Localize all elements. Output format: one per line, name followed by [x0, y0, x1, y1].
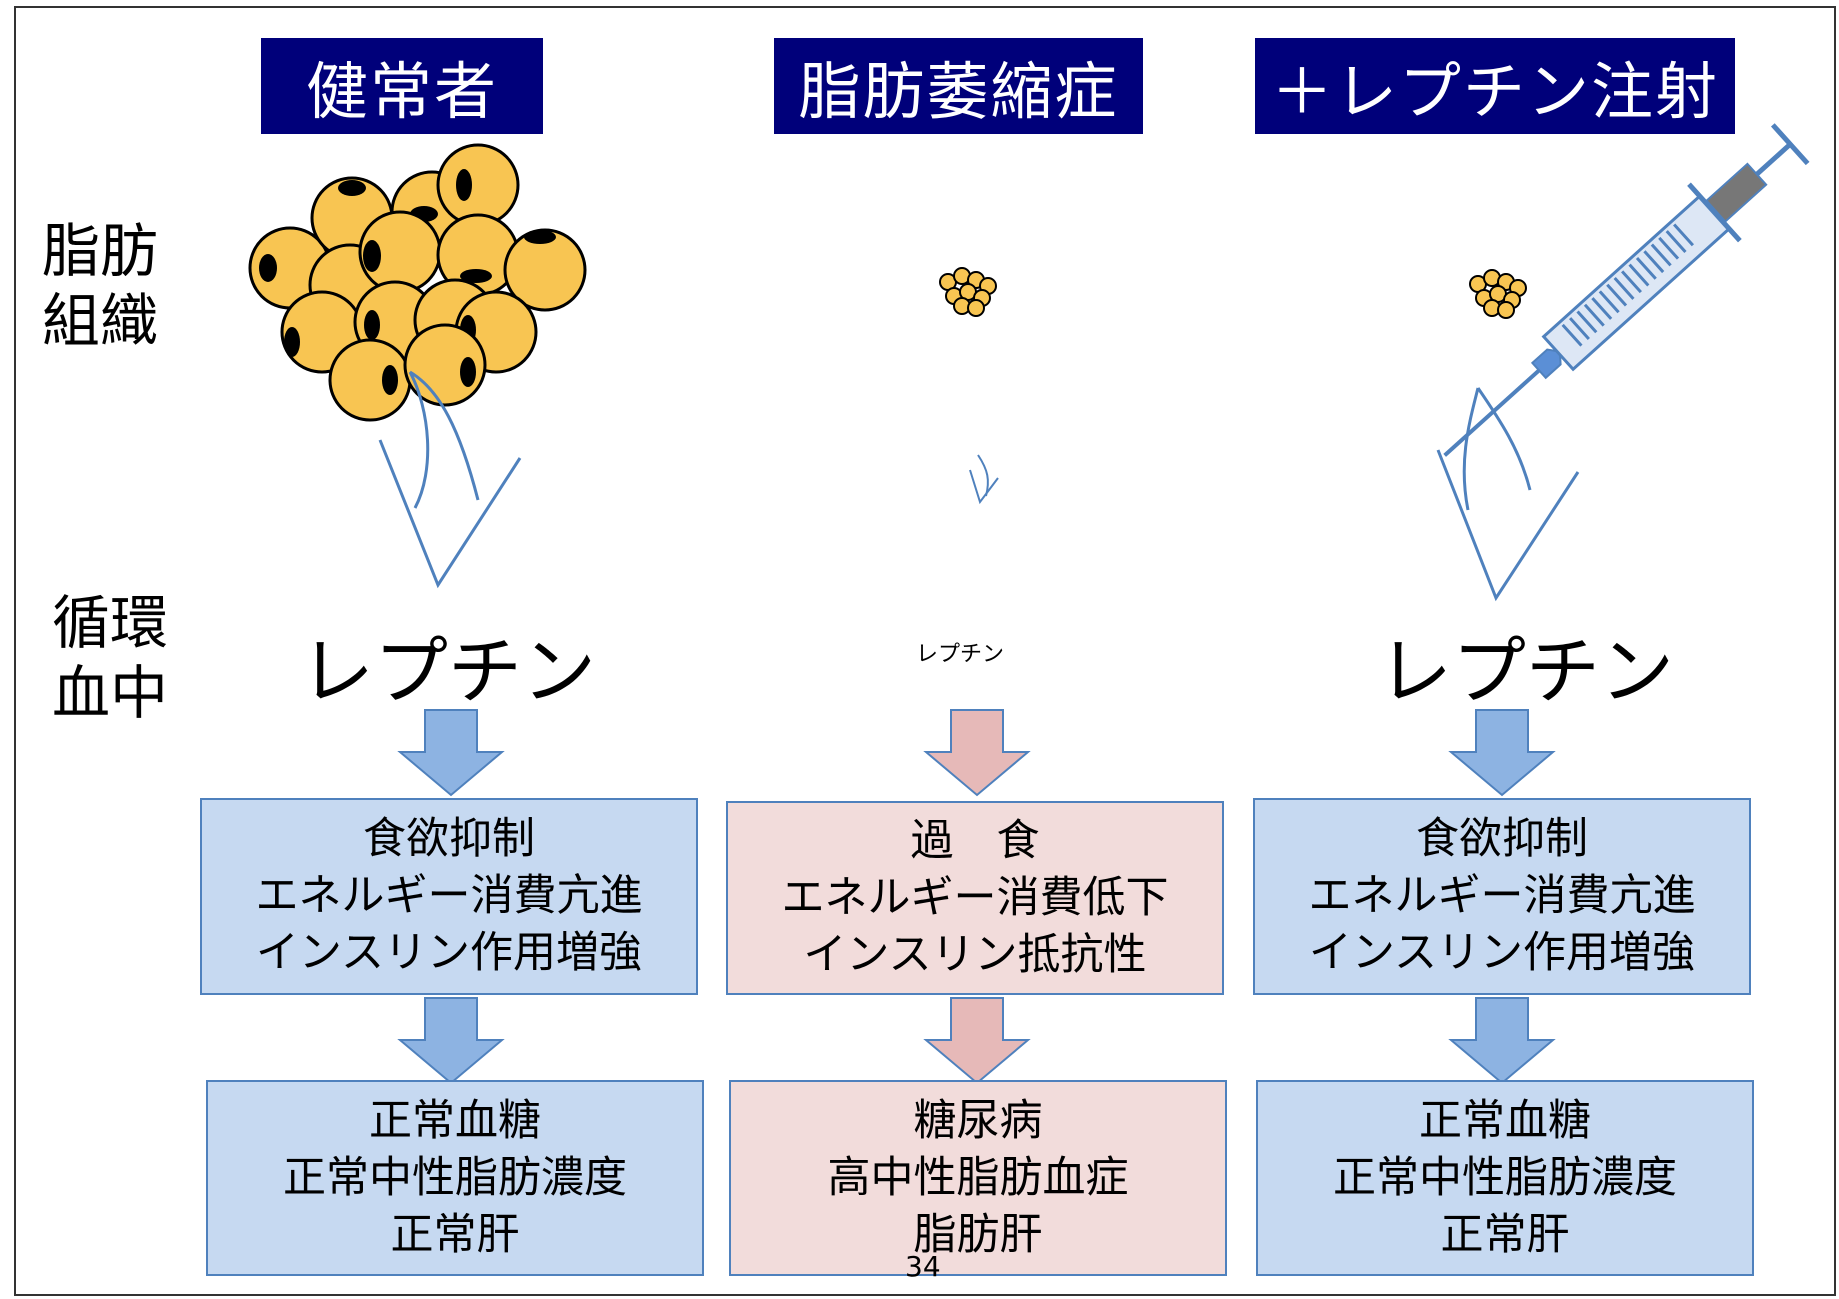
leptin-level-injection: レプチン	[1378, 629, 1674, 715]
down-arrow	[923, 997, 1031, 1085]
row-label-adipose: 脂肪 組織	[42, 217, 159, 355]
leptin-level-lipoatrophy: レプチン	[916, 642, 1005, 667]
row-label-blood: 循環 血中	[52, 589, 169, 727]
fat-tissue-injection	[1469, 269, 1527, 319]
down-arrow	[397, 709, 505, 797]
hook-arrow-lipoatrophy	[969, 454, 999, 505]
outcome-box-injection: 正常血糖 正常中性脂肪濃度 正常肝	[1256, 1080, 1754, 1276]
fat-tissue-lipoatrophy	[939, 267, 997, 317]
hook-arrow-healthy	[378, 370, 522, 589]
header-leptin-injection: ＋レプチン注射	[1255, 38, 1735, 134]
syringe-icon	[1443, 123, 1810, 457]
hook-arrow-injection	[1436, 387, 1580, 602]
outcome-box-healthy: 正常血糖 正常中性脂肪濃度 正常肝	[206, 1080, 704, 1276]
leptin-level-healthy: レプチン	[300, 629, 596, 715]
effects-box-healthy: 食欲抑制 エネルギー消費亢進 インスリン作用増強	[200, 798, 698, 995]
effects-box-lipoatrophy: 過 食 エネルギー消費低下 インスリン抵抗性	[726, 801, 1224, 995]
fat-tissue-healthy	[248, 143, 587, 422]
header-healthy: 健常者	[261, 38, 543, 134]
slide-frame	[14, 6, 1836, 1296]
effects-box-injection: 食欲抑制 エネルギー消費亢進 インスリン作用増強	[1253, 798, 1751, 995]
down-arrow	[923, 709, 1031, 797]
down-arrow	[397, 997, 505, 1085]
down-arrow	[1448, 997, 1556, 1085]
outcome-box-lipoatrophy: 糖尿病 高中性脂肪血症 脂肪肝	[729, 1080, 1227, 1276]
header-lipoatrophy: 脂肪萎縮症	[774, 38, 1143, 134]
down-arrow	[1448, 709, 1556, 797]
page-number: 34	[905, 1250, 941, 1283]
